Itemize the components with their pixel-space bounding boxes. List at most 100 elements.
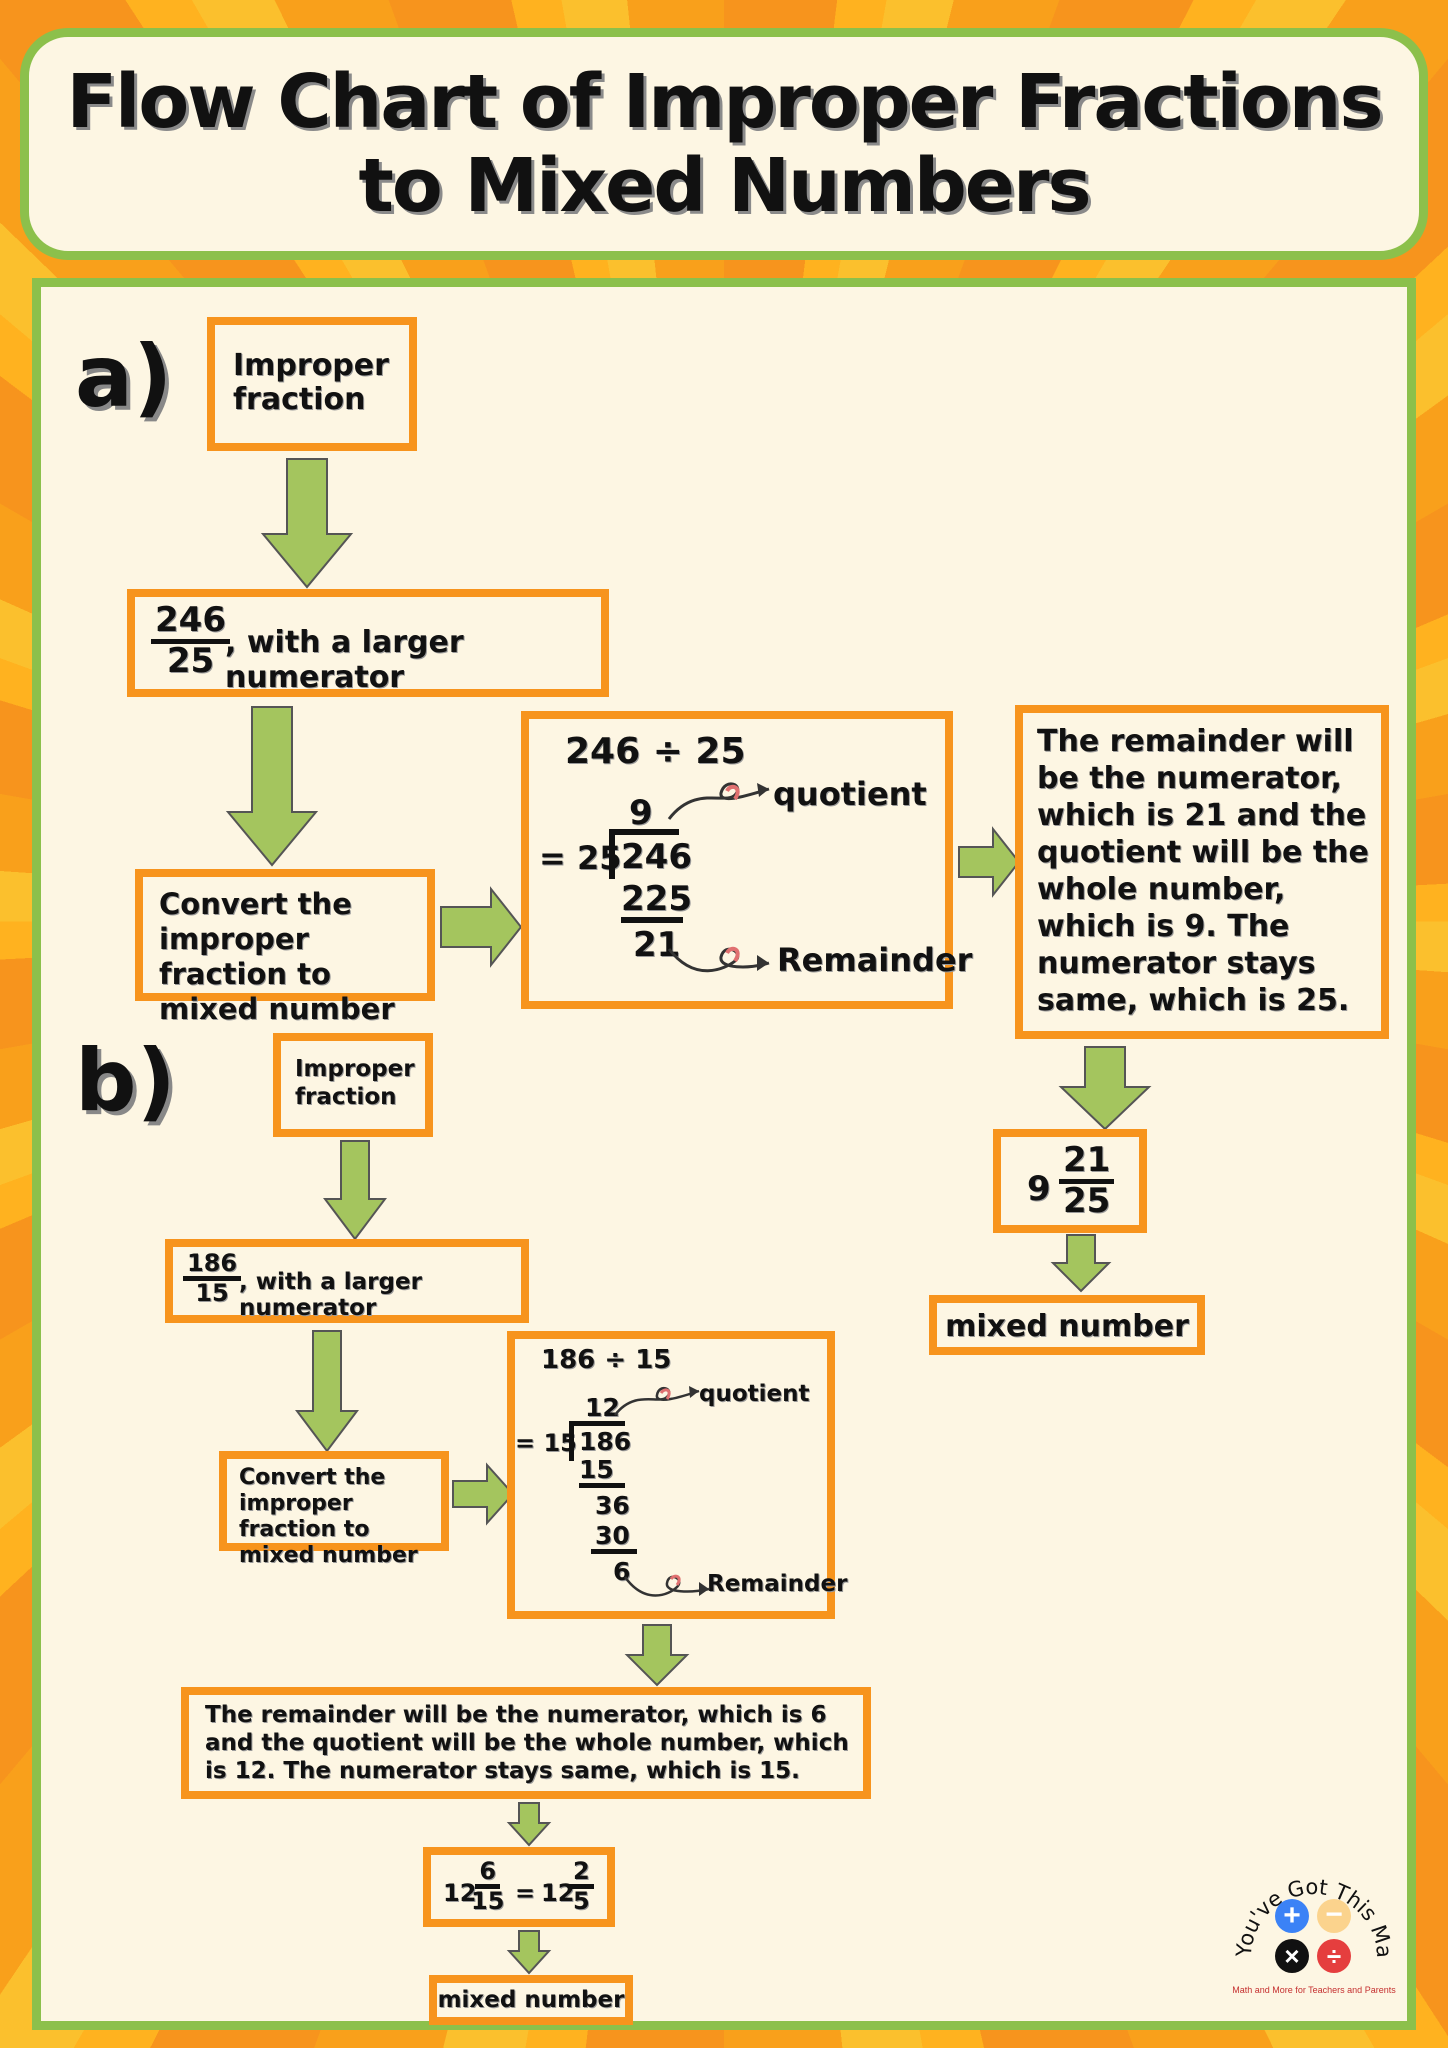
a-remainder-arrow-icon (667, 946, 770, 973)
b-improper-fraction-label: Improper fraction (295, 1056, 415, 1110)
b-result-whole2: 12 (541, 1879, 575, 1907)
a-fraction-numerator: 246 (151, 602, 230, 644)
a-quotient-arrow-icon (667, 782, 770, 820)
a-arrow-right-1 (440, 886, 523, 968)
a-subtract-line (621, 917, 683, 923)
page-title-line1: Flow Chart of Improper Fractions (66, 59, 1383, 145)
b-fraction-numerator: 186 (183, 1250, 242, 1282)
svg-text:You've Got This Math: You've Got This Math (1222, 1820, 1396, 1959)
b-header-divide-sign: ÷ (604, 1345, 627, 1375)
b-final-box: mixed number (429, 1975, 633, 2025)
plus-icon: + (1275, 1899, 1309, 1933)
b-result-denominator: 15 (471, 1887, 505, 1916)
b-final-label: mixed number (437, 1987, 625, 2013)
a-fraction-text: , with a larger numerator (225, 625, 464, 695)
b-step2: 36 (595, 1491, 630, 1520)
a-final-box: mixed number (929, 1295, 1205, 1355)
b-arrow-down-5 (506, 1930, 552, 1975)
a-result-whole: 9 (1027, 1169, 1051, 1209)
divide-icon: ÷ (1317, 1939, 1351, 1973)
b-sub1: 15 (579, 1455, 614, 1484)
a-result-numerator: 21 (1059, 1142, 1115, 1184)
logo-arc-text: You've Got This Math (1222, 1820, 1396, 1959)
section-b-label: b) (75, 1031, 176, 1131)
a-explanation-box: The remainder will be the numerator, whi… (1015, 705, 1389, 1039)
b-arrow-down-2 (295, 1330, 359, 1453)
a-remainder-label: Remainder (777, 941, 973, 979)
minus-icon: − (1317, 1899, 1351, 1933)
a-division-bracket (609, 829, 615, 879)
b-arrow-down-4 (506, 1802, 552, 1847)
b-sub1-line (579, 1483, 625, 1488)
b-arrow-down-3 (624, 1624, 690, 1687)
a-subtract: 225 (621, 879, 692, 919)
a-division-bar (609, 829, 679, 835)
b-improper-fraction-box: Improper fraction (273, 1033, 433, 1137)
a-header-dividend: 246 (565, 731, 641, 772)
b-fraction-text: , with a larger numerator (239, 1269, 422, 1321)
a-fraction-denominator: 25 (166, 640, 215, 681)
b-division-header: 186 ÷ 15 (541, 1345, 671, 1375)
b-division-box: 186 ÷ 15 12 = 15 186 15 36 30 6 quotient… (507, 1331, 847, 1619)
b-division-bracket (569, 1421, 574, 1461)
b-result-whole: 12 (443, 1879, 477, 1907)
a-convert-box: Convert the improper fraction to mixed n… (135, 869, 435, 1026)
page-title-line2: to Mixed Numbers (358, 143, 1091, 229)
b-quotient: 12 (585, 1393, 620, 1422)
b-convert-box: Convert the improper fraction to mixed n… (219, 1451, 449, 1568)
a-quotient-label: quotient (773, 775, 927, 813)
a-convert-label: Convert the improper fraction to mixed n… (159, 887, 395, 1026)
a-remainder-value: 21 (633, 925, 681, 965)
b-convert-label: Convert the improper fraction to mixed n… (239, 1465, 418, 1568)
a-header-divide-sign: ÷ (652, 731, 683, 772)
b-result-denominator2: 5 (573, 1887, 590, 1916)
a-header-divisor: 25 (695, 731, 746, 772)
a-arrow-down-4 (1050, 1234, 1112, 1293)
a-improper-fraction-box: Improper fraction (207, 317, 417, 451)
section-a-label: a) (75, 327, 173, 427)
a-dividend: 246 (621, 837, 692, 877)
b-arrow-right-1 (452, 1462, 515, 1526)
a-result-denominator: 25 (1063, 1180, 1111, 1221)
a-arrow-down-1 (260, 458, 354, 589)
b-quotient-arrow-icon (614, 1386, 700, 1416)
a-division-header: 246 ÷ 25 (565, 731, 746, 772)
logo-name: You've Got This Math (1222, 1820, 1396, 1959)
title-banner: Flow Chart of Improper Fractions to Mixe… (20, 28, 1428, 260)
b-dividend: 186 (579, 1427, 632, 1456)
a-arrow-down-3 (1058, 1046, 1152, 1131)
b-division-bar (569, 1421, 625, 1426)
b-header-divisor: 15 (635, 1345, 672, 1375)
b-quotient-label: quotient (699, 1381, 810, 1407)
a-explanation-text: The remainder will be the numerator, whi… (1037, 724, 1369, 1018)
a-arrow-right-2 (958, 826, 1021, 898)
b-explanation-text: The remainder will be the numerator, whi… (205, 1702, 849, 1784)
multiply-icon: × (1275, 1939, 1309, 1973)
a-quotient: 9 (629, 793, 653, 833)
a-final-label: mixed number (945, 1309, 1189, 1344)
b-result-numerator: 6 (475, 1858, 501, 1890)
b-header-dividend: 186 (541, 1345, 596, 1375)
a-division-box: 246 ÷ 25 9 = 25 246 225 21 quotient Rema… (521, 711, 972, 1009)
a-arrow-down-2 (225, 706, 319, 867)
brand-logo: You've Got This Math + − × ÷ Math and Mo… (1222, 1820, 1399, 2019)
a-eq-divisor: = 25 (539, 839, 622, 877)
b-result-equals: = (515, 1879, 536, 1907)
b-sub2: 30 (595, 1521, 630, 1550)
a-improper-fraction-label: Improper fraction (233, 348, 389, 417)
b-fraction-denominator: 15 (195, 1279, 229, 1308)
b-remainder-label: Remainder (707, 1571, 848, 1597)
b-remainder-arrow-icon (623, 1574, 710, 1597)
b-result-numerator2: 2 (569, 1858, 594, 1890)
b-arrow-down-1 (323, 1140, 387, 1241)
